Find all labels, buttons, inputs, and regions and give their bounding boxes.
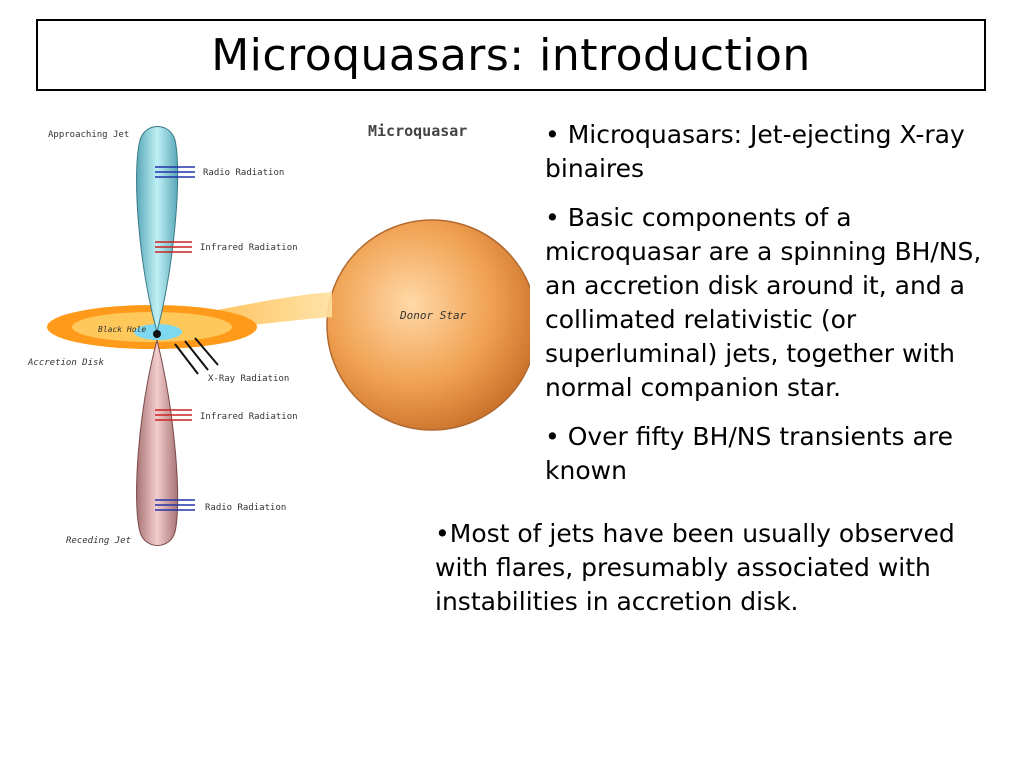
bullet-item: • Over fifty BH/NS transients are known bbox=[545, 422, 953, 485]
label-donor-star: Donor Star bbox=[399, 309, 467, 322]
diagram-heading: Microquasar bbox=[368, 122, 467, 140]
donor-star bbox=[326, 219, 530, 431]
radio-lines-top bbox=[155, 166, 195, 178]
label-infrared-bottom: Infrared Radiation bbox=[200, 412, 298, 422]
bottom-note: •Most of jets have been usually observed… bbox=[435, 519, 955, 616]
bullet-item: • Basic components of a microquasar are … bbox=[545, 203, 982, 402]
label-infrared-top: Infrared Radiation bbox=[200, 243, 298, 253]
label-xray: X-Ray Radiation bbox=[208, 374, 289, 384]
xray-lines bbox=[174, 337, 219, 375]
label-radio-bottom: Radio Radiation bbox=[205, 503, 286, 513]
infrared-lines-top bbox=[155, 241, 192, 253]
bullet-list: • Microquasars: Jet-ejecting X-ray binai… bbox=[545, 118, 985, 503]
receding-jet bbox=[136, 339, 179, 546]
label-approaching-jet: Approaching Jet bbox=[48, 130, 129, 140]
bullet-item: • Microquasars: Jet-ejecting X-ray binai… bbox=[545, 120, 965, 183]
title-box: Microquasars: introduction bbox=[36, 19, 986, 91]
radio-lines-bottom bbox=[155, 499, 195, 511]
black-hole bbox=[153, 330, 161, 338]
slide-title: Microquasars: introduction bbox=[211, 29, 811, 81]
label-radio-top: Radio Radiation bbox=[203, 168, 284, 178]
microquasar-diagram: Microquasar Approaching Jet Radio Radiat… bbox=[27, 122, 530, 546]
infrared-lines-bottom bbox=[155, 409, 192, 421]
label-black-hole: Black Hole bbox=[98, 325, 146, 334]
label-receding-jet: Receding Jet bbox=[66, 536, 131, 546]
label-accretion-disk: Accretion Disk bbox=[27, 358, 104, 368]
approaching-jet bbox=[136, 126, 179, 334]
